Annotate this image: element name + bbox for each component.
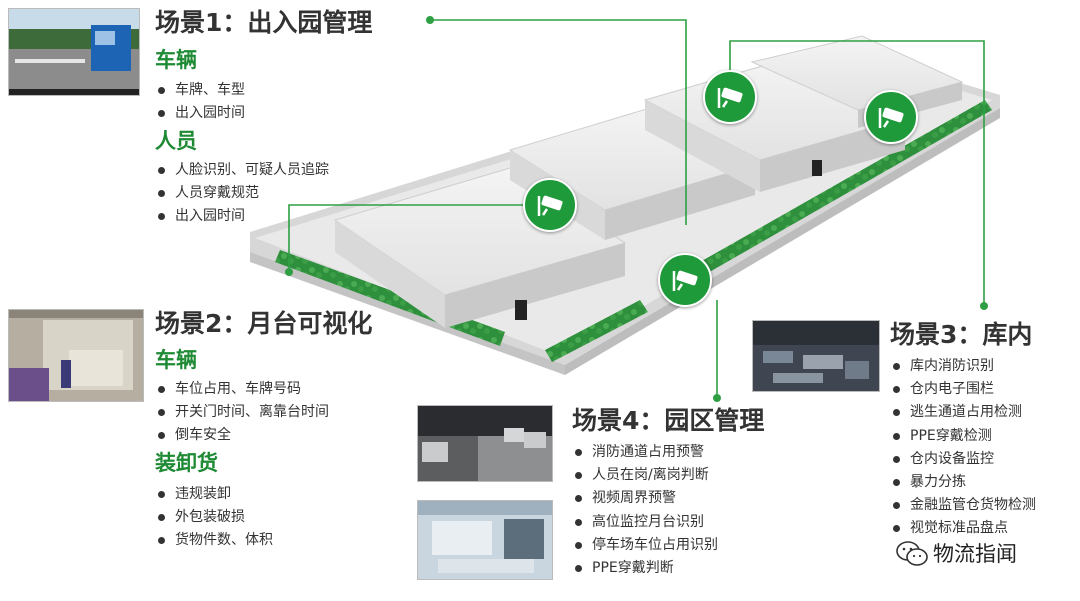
list-item: 逃生通道占用检测 — [890, 401, 1036, 424]
list-item: 车牌、车型 — [155, 79, 245, 102]
list-item: 高位监控月台识别 — [572, 511, 718, 534]
connector-lines — [285, 16, 988, 402]
list-item: 消防通道占用预警 — [572, 441, 718, 464]
list-item: 外包装破损 — [155, 506, 273, 529]
list-item: 视频周界预警 — [572, 487, 718, 510]
watermark-text: 物流指闻 — [933, 542, 1017, 566]
list-item: 人脸识别、可疑人员追踪 — [155, 159, 329, 182]
scene4-list: 消防通道占用预警 人员在岗/离岗判断 视频周界预警 高位监控月台识别 停车场车位… — [572, 441, 718, 580]
list-item: 人员在岗/离岗判断 — [572, 464, 718, 487]
scene2-group-loading-label: 装卸货 — [155, 451, 218, 475]
list-item: 仓内设备监控 — [890, 448, 1036, 471]
list-item: 货物件数、体积 — [155, 529, 273, 552]
photo-warehouse-interior — [752, 320, 880, 392]
cctv-camera-icon — [878, 107, 904, 128]
list-item: 开关门时间、离靠台时间 — [155, 401, 329, 424]
list-item: 倒车安全 — [155, 424, 329, 447]
cctv-camera-icon — [672, 270, 698, 291]
scene1-vehicle-list: 车牌、车型 出入园时间 — [155, 79, 245, 125]
list-item: 库内消防识别 — [890, 355, 1036, 378]
list-item: 出入园时间 — [155, 205, 329, 228]
list-item: 车位占用、车牌号码 — [155, 378, 329, 401]
scene2-vehicle-list: 车位占用、车牌号码 开关门时间、离靠台时间 倒车安全 — [155, 378, 329, 448]
scene2-group-vehicle-label: 车辆 — [155, 348, 197, 372]
photo-park-night — [417, 405, 553, 482]
scene3-title: 场景3：库内 — [890, 320, 1033, 349]
photo-control-room — [417, 500, 553, 580]
scene1-group-vehicle-label: 车辆 — [155, 48, 197, 72]
list-item: 出入园时间 — [155, 102, 245, 125]
camera-marker-scene4[interactable] — [658, 253, 712, 307]
photo-gate-truck — [8, 8, 140, 96]
list-item: 人员穿戴规范 — [155, 182, 329, 205]
list-item: 金融监管仓货物检测 — [890, 494, 1036, 517]
list-item: 违规装卸 — [155, 483, 273, 506]
scene2-loading-list: 违规装卸 外包装破损 货物件数、体积 — [155, 483, 273, 553]
camera-marker-scene1[interactable] — [523, 178, 577, 232]
list-item: PPE穿戴检测 — [890, 425, 1036, 448]
scene1-title: 场景1：出入园管理 — [155, 8, 373, 37]
scene3-list: 库内消防识别 仓内电子围栏 逃生通道占用检测 PPE穿戴检测 仓内设备监控 暴力… — [890, 355, 1036, 541]
list-item: 仓内电子围栏 — [890, 378, 1036, 401]
scene1-personnel-list: 人脸识别、可疑人员追踪 人员穿戴规范 出入园时间 — [155, 159, 329, 229]
list-item: 停车场车位占用识别 — [572, 534, 718, 557]
camera-marker-scene2[interactable] — [703, 70, 757, 124]
list-item: 暴力分拣 — [890, 471, 1036, 494]
list-item: PPE穿戴判断 — [572, 557, 718, 580]
photo-dock-loading — [8, 309, 144, 402]
cctv-camera-icon — [537, 195, 563, 216]
wechat-icon — [896, 541, 928, 566]
scene2-title: 场景2：月台可视化 — [155, 309, 373, 338]
scene4-title: 场景4：园区管理 — [572, 406, 765, 435]
cctv-camera-icon — [717, 87, 743, 108]
scene1-group-personnel-label: 人员 — [155, 129, 197, 153]
camera-marker-scene3[interactable] — [864, 90, 918, 144]
list-item: 视觉标准品盘点 — [890, 517, 1036, 540]
